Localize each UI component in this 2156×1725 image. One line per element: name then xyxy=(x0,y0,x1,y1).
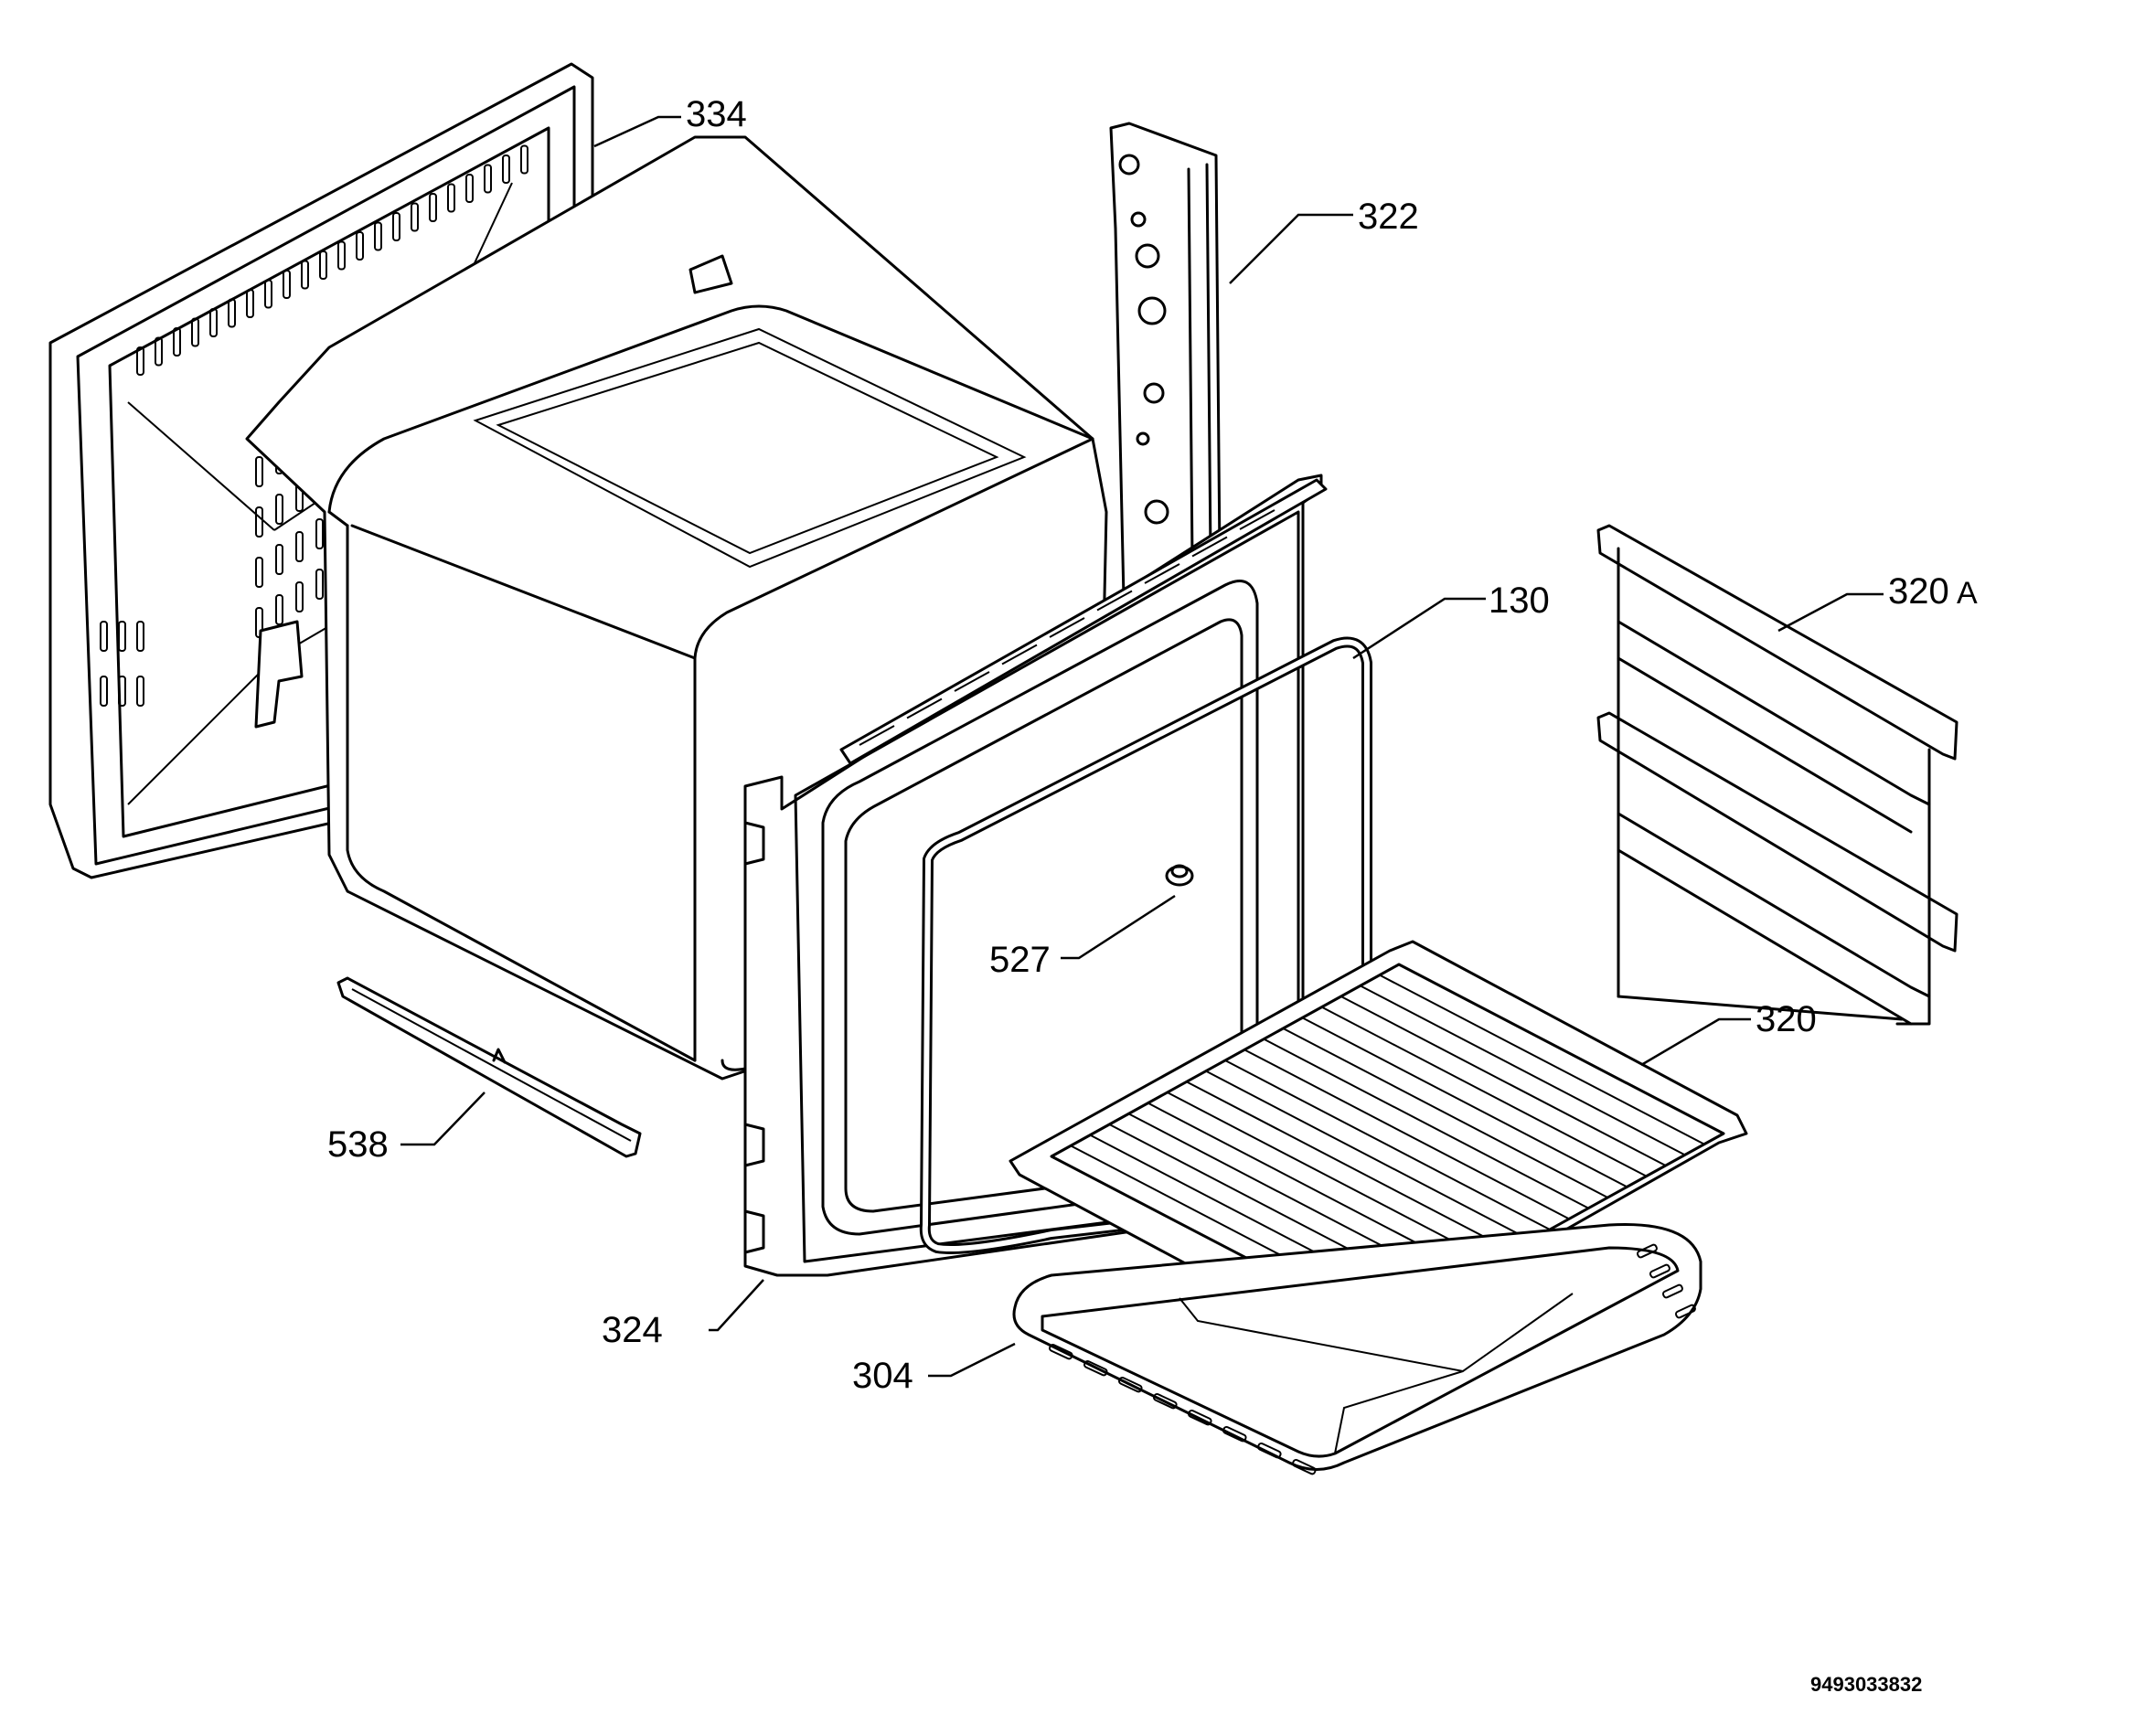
vent-slot xyxy=(502,154,510,184)
shelf-rod xyxy=(1224,1059,1551,1230)
label-324: 324 xyxy=(602,1310,663,1350)
vent-slot xyxy=(1239,509,1275,530)
vent-slot xyxy=(954,671,990,692)
vent-slot xyxy=(246,289,254,318)
shelf-rod xyxy=(1167,1091,1493,1262)
vent-slot xyxy=(100,676,108,707)
vent-slot xyxy=(118,621,126,652)
vent-slot xyxy=(264,279,272,309)
document-code: 9493033832 xyxy=(1810,1673,1922,1696)
vent-slot xyxy=(136,676,144,707)
rear-panel-vent-slots xyxy=(100,144,528,707)
shelf-rod xyxy=(1340,996,1667,1166)
tray-slot xyxy=(1636,1243,1658,1259)
vent-slot xyxy=(136,346,144,376)
door-gasket-130 xyxy=(919,636,1372,1254)
label-320a-number: 320 xyxy=(1888,571,1949,612)
vent-slot xyxy=(255,557,263,588)
shelf-rod xyxy=(1360,985,1686,1156)
tray-slot xyxy=(1661,1283,1683,1299)
vent-slot xyxy=(319,250,327,280)
vent-slot xyxy=(275,494,283,525)
label-538: 538 xyxy=(327,1124,389,1165)
vent-slot xyxy=(859,725,895,746)
shelf-rod xyxy=(1282,1028,1608,1198)
vent-slot xyxy=(374,221,382,251)
label-130: 130 xyxy=(1489,580,1550,621)
vent-slot xyxy=(1049,617,1085,638)
trim-strip-538 xyxy=(336,976,642,1158)
vent-slot xyxy=(520,144,528,175)
shelf-rod xyxy=(1186,1081,1512,1252)
label-322: 322 xyxy=(1358,197,1419,237)
label-304: 304 xyxy=(852,1356,913,1396)
vent-slot xyxy=(1096,590,1133,612)
vent-slot xyxy=(100,621,108,652)
tray-slot xyxy=(1222,1425,1247,1443)
tray-slot xyxy=(1292,1458,1317,1475)
vent-slot xyxy=(906,697,943,719)
vent-slot xyxy=(356,231,364,261)
vent-slot xyxy=(209,308,218,337)
vent-slot xyxy=(1144,563,1180,584)
vent-slot xyxy=(275,594,283,625)
vent-slot xyxy=(283,270,291,299)
leader-lines xyxy=(400,115,1884,1378)
tray-slot xyxy=(1188,1409,1212,1426)
tray-slot xyxy=(1257,1442,1282,1459)
shelf-rod xyxy=(1243,1049,1570,1220)
vent-slot xyxy=(255,456,263,487)
vent-slot xyxy=(429,193,437,222)
label-334: 334 xyxy=(686,94,747,134)
fixing-nut-527 xyxy=(1165,864,1194,887)
tray-slot xyxy=(1049,1343,1073,1360)
baking-tray-slots xyxy=(1049,1243,1696,1475)
vent-slot xyxy=(255,506,263,538)
tray-slot xyxy=(1118,1376,1143,1393)
vent-slot xyxy=(392,212,400,241)
vent-slot xyxy=(1001,644,1038,666)
front-frame-vent-slots xyxy=(859,509,1275,746)
vent-slot xyxy=(465,174,474,203)
vent-slot xyxy=(301,260,309,290)
vent-slot xyxy=(155,336,163,367)
tray-slot xyxy=(1083,1359,1108,1377)
vent-slot xyxy=(484,164,492,194)
label-320: 320 xyxy=(1756,999,1817,1039)
label-320a-suffix: A xyxy=(1957,576,1978,611)
vent-slot xyxy=(228,298,236,328)
shelf-rod xyxy=(1379,974,1705,1145)
shelf-rod xyxy=(1301,1017,1628,1188)
vent-slot xyxy=(173,327,181,357)
vent-slot xyxy=(275,544,283,575)
vent-slot xyxy=(411,202,419,232)
vent-slot xyxy=(295,581,304,612)
label-527: 527 xyxy=(989,940,1051,980)
shelf-supports-320a xyxy=(1596,524,1959,1026)
vent-slot xyxy=(447,183,455,213)
tray-slot xyxy=(1674,1304,1696,1319)
tray-slot xyxy=(1153,1392,1178,1410)
vent-slot xyxy=(191,317,199,347)
vent-slot xyxy=(118,676,126,707)
vent-slot xyxy=(295,531,304,562)
tray-slot xyxy=(1649,1263,1670,1279)
shelf-rod xyxy=(1205,1070,1532,1241)
baking-tray-304 xyxy=(1012,1223,1702,1475)
vent-slot xyxy=(136,621,144,652)
vent-slot xyxy=(1191,536,1228,558)
vent-slot xyxy=(337,240,346,271)
shelf-rod xyxy=(1321,1006,1648,1177)
shelf-rod xyxy=(1263,1038,1589,1209)
vent-slot xyxy=(315,518,324,549)
vent-slot xyxy=(315,569,324,600)
